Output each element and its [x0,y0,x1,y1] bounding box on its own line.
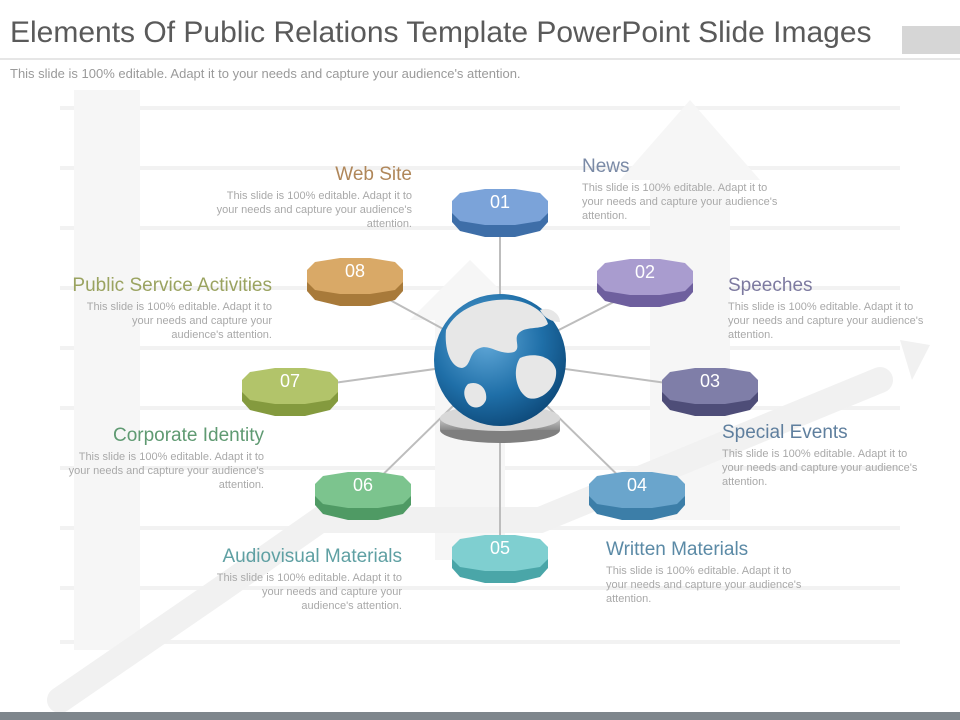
slide-subtitle: This slide is 100% editable. Adapt it to… [10,66,521,81]
item-description: This slide is 100% editable. Adapt it to… [606,565,802,605]
node-number: 06 [353,475,373,495]
item-heading: Web Site [335,164,412,185]
item-public-service-activities: Public Service Activities This slide is … [40,275,272,342]
node-08: 08 [307,258,403,306]
title-accent-tab [902,26,960,54]
item-description: This slide is 100% editable. Adapt it to… [216,572,402,612]
globe-icon [434,294,566,426]
item-description: This slide is 100% editable. Adapt it to… [582,182,778,222]
item-audiovisual-materials: Audiovisual Materials This slide is 100%… [182,546,402,613]
footer-bar [0,712,960,720]
item-heading: Public Service Activities [72,275,272,296]
node-number: 04 [627,475,647,495]
item-corporate-identity: Corporate Identity This slide is 100% ed… [64,425,264,492]
slide-title: Elements Of Public Relations Template Po… [10,16,872,49]
node-01: 01 [452,189,548,237]
node-05: 05 [452,535,548,583]
item-heading: Corporate Identity [112,425,264,446]
item-description: This slide is 100% editable. Adapt it to… [68,451,264,491]
item-heading: Audiovisual Materials [222,546,402,567]
item-heading: Speeches [728,275,813,296]
node-number: 01 [490,192,510,212]
title-divider [0,58,960,60]
node-04: 04 [589,472,685,520]
item-speeches: Speeches This slide is 100% editable. Ad… [728,275,924,342]
item-written-materials: Written Materials This slide is 100% edi… [606,539,806,606]
node-06: 06 [315,472,411,520]
node-07: 07 [242,368,338,416]
node-03: 03 [662,368,758,416]
item-description: This slide is 100% editable. Adapt it to… [86,301,272,341]
item-special-events: Special Events This slide is 100% editab… [722,422,922,489]
item-heading: News [582,156,630,177]
node-number: 03 [700,371,720,391]
node-number: 07 [280,371,300,391]
node-number: 02 [635,262,655,282]
item-web-site: Web Site This slide is 100% editable. Ad… [212,164,412,231]
node-02: 02 [597,259,693,307]
item-heading: Written Materials [606,539,749,560]
item-description: This slide is 100% editable. Adapt it to… [728,301,924,341]
item-description: This slide is 100% editable. Adapt it to… [216,190,412,230]
node-number: 08 [345,261,365,281]
item-description: This slide is 100% editable. Adapt it to… [722,448,918,488]
item-news: News This slide is 100% editable. Adapt … [582,156,782,223]
node-number: 05 [490,538,510,558]
item-heading: Special Events [722,422,848,443]
